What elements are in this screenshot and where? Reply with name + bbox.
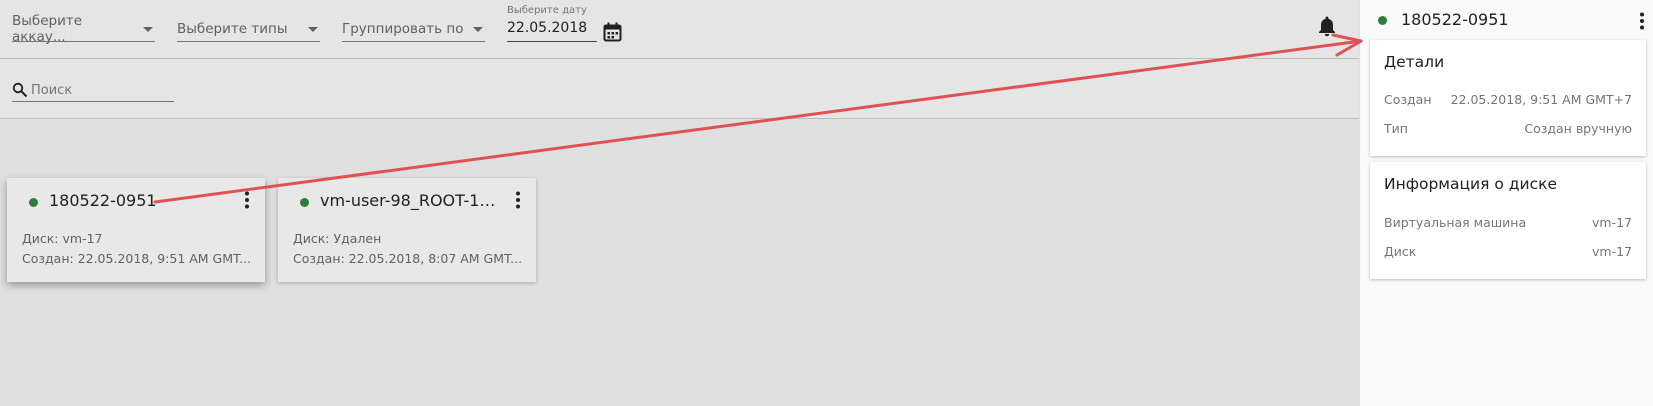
vm-value: vm-17 [1592, 215, 1632, 230]
vm-row: Виртуальная машина vm-17 [1384, 215, 1632, 230]
card-created: Создан: 22.05.2018, 8:07 AM GMT... [293, 251, 523, 266]
types-select[interactable]: Выберите типы [177, 19, 320, 42]
chevron-down-icon [473, 26, 483, 32]
search-icon [12, 82, 28, 98]
created-row: Создан 22.05.2018, 9:51 AM GMT+7 [1384, 92, 1632, 107]
snapshot-card[interactable]: vm-user-98_ROOT-1992... Диск: Удален Соз… [278, 178, 536, 282]
disk-label: Диск [1384, 244, 1417, 259]
chevron-down-icon [308, 26, 318, 32]
status-dot [300, 198, 309, 207]
card-disk: Диск: Удален [293, 231, 382, 246]
calendar-icon[interactable] [603, 22, 622, 42]
disk-info-panel: Информация о диске Виртуальная машина vm… [1370, 162, 1646, 279]
date-input[interactable]: 22.05.2018 [507, 19, 597, 42]
card-created: Создан: 22.05.2018, 9:51 AM GMT... [22, 251, 252, 266]
more-vert-icon[interactable] [514, 190, 522, 210]
disk-info-heading: Информация о диске [1384, 175, 1557, 193]
more-vert-icon[interactable] [1638, 11, 1646, 31]
status-dot [1378, 16, 1387, 25]
group-by-select[interactable]: Группировать по [342, 19, 485, 42]
account-select-label: Выберите аккау... [12, 13, 83, 45]
vm-label: Виртуальная машина [1384, 215, 1527, 230]
sidebar-header: 180522-0951 [1360, 0, 1653, 40]
type-label: Тип [1384, 121, 1408, 136]
created-label: Создан [1384, 92, 1432, 107]
card-title: vm-user-98_ROOT-1992... [320, 191, 500, 210]
card-disk: Диск: vm-17 [22, 231, 103, 246]
account-select[interactable]: Выберите аккау... [12, 13, 155, 45]
type-row: Тип Создан вручную [1384, 121, 1632, 136]
types-select-label: Выберите типы [177, 21, 288, 37]
main-content: Выберите аккау... Выберите типы Группиро… [0, 0, 1359, 282]
bell-icon[interactable] [1317, 15, 1337, 37]
chevron-down-icon [143, 26, 153, 32]
sidebar-title: 180522-0951 [1401, 10, 1509, 29]
search-bar [0, 59, 1359, 119]
date-label: Выберите дату [507, 5, 587, 16]
type-value: Создан вручную [1524, 121, 1632, 136]
more-vert-icon[interactable] [243, 190, 251, 210]
details-heading: Детали [1384, 53, 1445, 71]
details-sidebar: 180522-0951 Детали Создан 22.05.2018, 9:… [1359, 0, 1653, 406]
created-value: 22.05.2018, 9:51 AM GMT+7 [1450, 92, 1632, 107]
status-dot [29, 198, 38, 207]
details-panel: Детали Создан 22.05.2018, 9:51 AM GMT+7 … [1370, 40, 1646, 156]
snapshot-card[interactable]: 180522-0951 Диск: vm-17 Создан: 22.05.20… [7, 178, 265, 282]
search-field[interactable] [12, 79, 174, 102]
disk-row: Диск vm-17 [1384, 244, 1632, 259]
group-by-select-label: Группировать по [342, 21, 464, 37]
disk-value: vm-17 [1592, 244, 1632, 259]
search-input[interactable] [31, 82, 169, 98]
filter-toolbar: Выберите аккау... Выберите типы Группиро… [0, 0, 1359, 59]
card-title: 180522-0951 [49, 191, 157, 210]
